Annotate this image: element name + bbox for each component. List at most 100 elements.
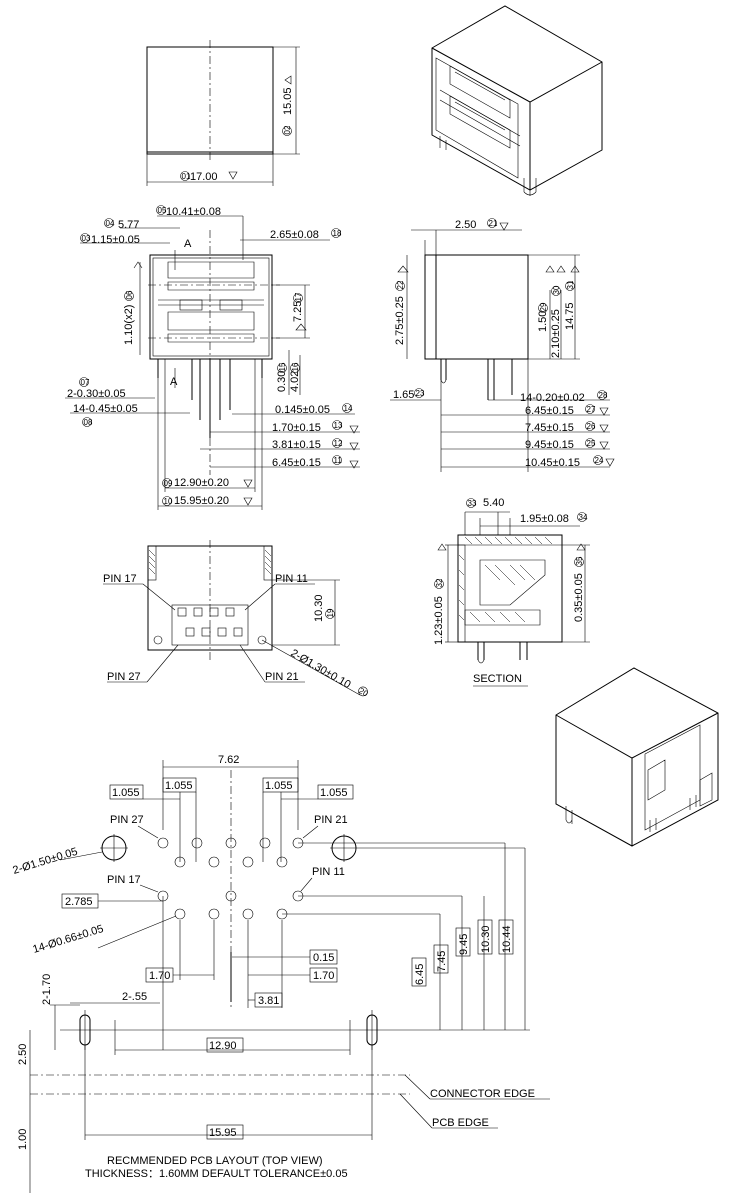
- dim-3-81-pcb: 3.81: [258, 995, 279, 1007]
- svg-text:25: 25: [587, 439, 596, 448]
- svg-text:13: 13: [334, 421, 343, 430]
- dim-4-02: 4.02: [289, 371, 301, 392]
- dim-7-45-pcb: 7.45: [436, 951, 448, 972]
- dim-2-50-side: 2.50: [455, 219, 476, 231]
- dim-14-dia-0-66: 14-Ø0.66±0.05: [31, 923, 105, 956]
- dim-9-45-side: 9.45±0.15: [525, 439, 574, 451]
- svg-text:07: 07: [81, 378, 90, 387]
- dim-7-25: 7.25: [292, 301, 304, 322]
- dim-2-75: 2.75±0.25: [394, 296, 406, 345]
- svg-text:24: 24: [595, 456, 604, 465]
- section-label: SECTION: [473, 673, 522, 685]
- dim-1-95: 1.95±0.08: [520, 513, 569, 525]
- iso-view-bottom: [555, 667, 719, 847]
- pcb-pin-17-label: PIN 17: [107, 874, 141, 886]
- dim-10-30-pcb: 10.30: [480, 925, 492, 953]
- dim-1-50: 1.50: [537, 311, 549, 332]
- dim-6-45-pcb: 6.45: [414, 964, 426, 985]
- svg-text:17: 17: [294, 292, 303, 301]
- svg-text:30: 30: [552, 285, 561, 294]
- dim-14-0-45: 14-0.45±0.05: [73, 403, 138, 415]
- bottom-view: PIN 17 PIN 11 PIN 27 PIN 21 10.30 19 2-Ø…: [103, 540, 370, 699]
- side-view: 2.50 21 2.75±0.25 22 1.50 29 2.10±0.25 3…: [390, 218, 615, 472]
- svg-text:35: 35: [575, 556, 584, 565]
- svg-text:31: 31: [566, 280, 575, 289]
- dim-2-55: 2-.55: [122, 991, 147, 1003]
- svg-text:22: 22: [396, 280, 405, 289]
- dim-1-10x2: 1.10(x2): [123, 305, 135, 345]
- dim-2-0-30: 2-0.30±0.05: [67, 388, 126, 400]
- pin-27-label: PIN 27: [107, 671, 141, 683]
- dim-6-45-side: 6.45±0.15: [525, 405, 574, 417]
- svg-text:19: 19: [326, 608, 335, 617]
- dim-1-65: 1.65: [393, 389, 414, 401]
- dim-12-90-pcb: 12.90: [209, 1040, 237, 1052]
- svg-text:08: 08: [84, 418, 93, 427]
- dim-0-30: 0.30: [276, 371, 288, 392]
- iso-view-top: [431, 5, 603, 196]
- dim-1-70-b: 1.70: [313, 970, 334, 982]
- section-mark-top: A: [184, 238, 192, 250]
- dim-15-95: 15.95±0.20: [174, 495, 229, 507]
- svg-text:34: 34: [579, 513, 588, 522]
- dim-15-95-pcb: 15.95: [209, 1127, 237, 1139]
- svg-text:16: 16: [291, 362, 300, 371]
- dim-1-055-c: 1.055: [112, 787, 140, 799]
- svg-text:14: 14: [344, 404, 353, 413]
- dim-2-10: 2.10±0.25: [550, 309, 562, 358]
- dim-12-90: 12.90±0.20: [174, 477, 229, 489]
- dim-10-30-bottom: 10.30: [313, 594, 325, 622]
- dim-10-45-side: 10.45±0.15: [525, 457, 580, 469]
- dim-10-44-pcb: 10.44: [501, 925, 513, 953]
- section-mark-bottom: A: [170, 376, 178, 388]
- pin-11-label: PIN 11: [275, 573, 308, 585]
- dim-17-00: 17.00: [190, 171, 218, 183]
- dim-3-81: 3.81±0.15: [272, 439, 321, 451]
- dim-2-1-70: 2-1.70: [41, 974, 53, 1005]
- dim-1-15: 1.15±0.05: [91, 234, 140, 246]
- dim-2-785: 2.785: [65, 896, 93, 908]
- pcb-pin-27-label: PIN 27: [110, 814, 144, 826]
- dim-2-50-pcb: 2.50: [17, 1044, 29, 1065]
- svg-text:26: 26: [587, 422, 596, 431]
- dim-0-35: 0.35±0.05: [573, 573, 585, 622]
- svg-text:11: 11: [334, 456, 343, 465]
- dim-2-65: 2.65±0.08: [270, 229, 319, 241]
- dim-1-055-d: 1.055: [320, 787, 348, 799]
- dim-1-055-a: 1.055: [165, 780, 193, 792]
- dim-14-75: 14.75: [564, 302, 576, 330]
- dim-1-00-pcb: 1.00: [17, 1129, 29, 1150]
- section-view: 33 5.40 1.95±0.08 34 1.23±0.05 32 0.35±0…: [433, 497, 590, 687]
- dim-6-45: 6.45±0.15: [272, 457, 321, 469]
- top-view: 15.05 02 01 17.00: [146, 40, 300, 186]
- pcb-edge-label: PCB EDGE: [432, 1117, 489, 1129]
- pcb-caption-line2: THICKNESS：1.60MM DEFAULT TOLERANCE±0.05: [85, 1168, 348, 1180]
- bottom-view-pins: [177, 607, 243, 637]
- dim-1-70: 1.70±0.15: [272, 422, 321, 434]
- svg-text:02: 02: [283, 125, 292, 134]
- dim-9-45-pcb: 9.45: [458, 934, 470, 955]
- front-view: A A 05 10.41±0.08 04 5.77 03 1.15±0.05 2…: [65, 205, 360, 510]
- dim-10-41: 10.41±0.08: [166, 206, 221, 218]
- pin-17-label: PIN 17: [103, 573, 137, 585]
- svg-text:18: 18: [333, 229, 342, 238]
- dim-14-0-20: 14-0.20±0.02: [520, 392, 585, 404]
- pcb-caption-line1: RECMMENDED PCB LAYOUT (TOP VIEW): [107, 1155, 323, 1167]
- svg-text:09: 09: [164, 479, 173, 488]
- dim-1-23: 1.23±0.05: [433, 596, 445, 645]
- svg-text:01: 01: [182, 172, 191, 181]
- dim-1-70-a: 1.70: [149, 970, 170, 982]
- dim-7-45-side: 7.45±0.15: [525, 422, 574, 434]
- svg-text:20: 20: [357, 686, 370, 699]
- dim-1-055-b: 1.055: [265, 780, 293, 792]
- svg-text:23: 23: [416, 389, 425, 398]
- dim-15-05: 15.05: [282, 87, 294, 115]
- front-pins: [157, 359, 263, 438]
- svg-text:29: 29: [539, 302, 548, 311]
- dim-5-40: 5.40: [483, 497, 504, 509]
- svg-text:12: 12: [334, 439, 343, 448]
- dim-0-15: 0.15: [313, 952, 334, 964]
- pcb-layout: 7.62 1.055 1.055 1.055 1.055: [11, 754, 550, 1193]
- svg-text:28: 28: [599, 391, 608, 400]
